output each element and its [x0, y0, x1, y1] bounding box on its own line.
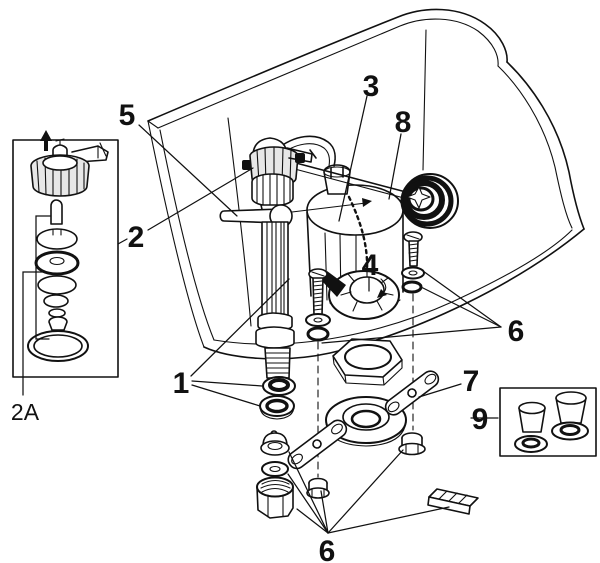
fill-valve — [219, 137, 317, 379]
callout-labels: 5 2 2A 1 3 8 4 6 7 9 6 — [11, 70, 524, 563]
box-part9 — [499, 387, 597, 457]
callout-1: 1 — [173, 367, 190, 400]
tank-bolt-right — [401, 231, 425, 431]
wing-bar-left — [287, 419, 348, 470]
flanged-nut-right — [398, 432, 426, 456]
callout-5: 5 — [119, 99, 136, 132]
float-ball — [400, 173, 459, 229]
flapper — [322, 270, 401, 320]
segmented-strip — [427, 488, 479, 515]
leader-lines — [117, 95, 502, 534]
callout-9: 9 — [472, 403, 489, 436]
callout-4: 4 — [362, 249, 379, 282]
inset-box-part2 — [12, 130, 119, 396]
callout-6-bottom: 6 — [319, 535, 336, 563]
callout-8: 8 — [395, 106, 412, 139]
callout-2: 2 — [128, 221, 145, 254]
flush-valve-locknut — [332, 338, 403, 386]
arrow-up-icon — [40, 130, 52, 151]
flapper-chain — [347, 195, 369, 283]
flanged-nut-left — [306, 477, 330, 499]
callout-7: 7 — [463, 365, 480, 398]
shank-washers — [259, 376, 296, 420]
callout-6-right: 6 — [508, 315, 525, 348]
callout-3: 3 — [363, 70, 380, 103]
refill-tube — [275, 135, 336, 167]
coupling-nut-stack — [256, 430, 294, 519]
flapper-arm — [322, 271, 346, 297]
float-star — [406, 186, 431, 209]
callout-2a: 2A — [11, 399, 40, 425]
wing-bar-right — [384, 370, 440, 416]
